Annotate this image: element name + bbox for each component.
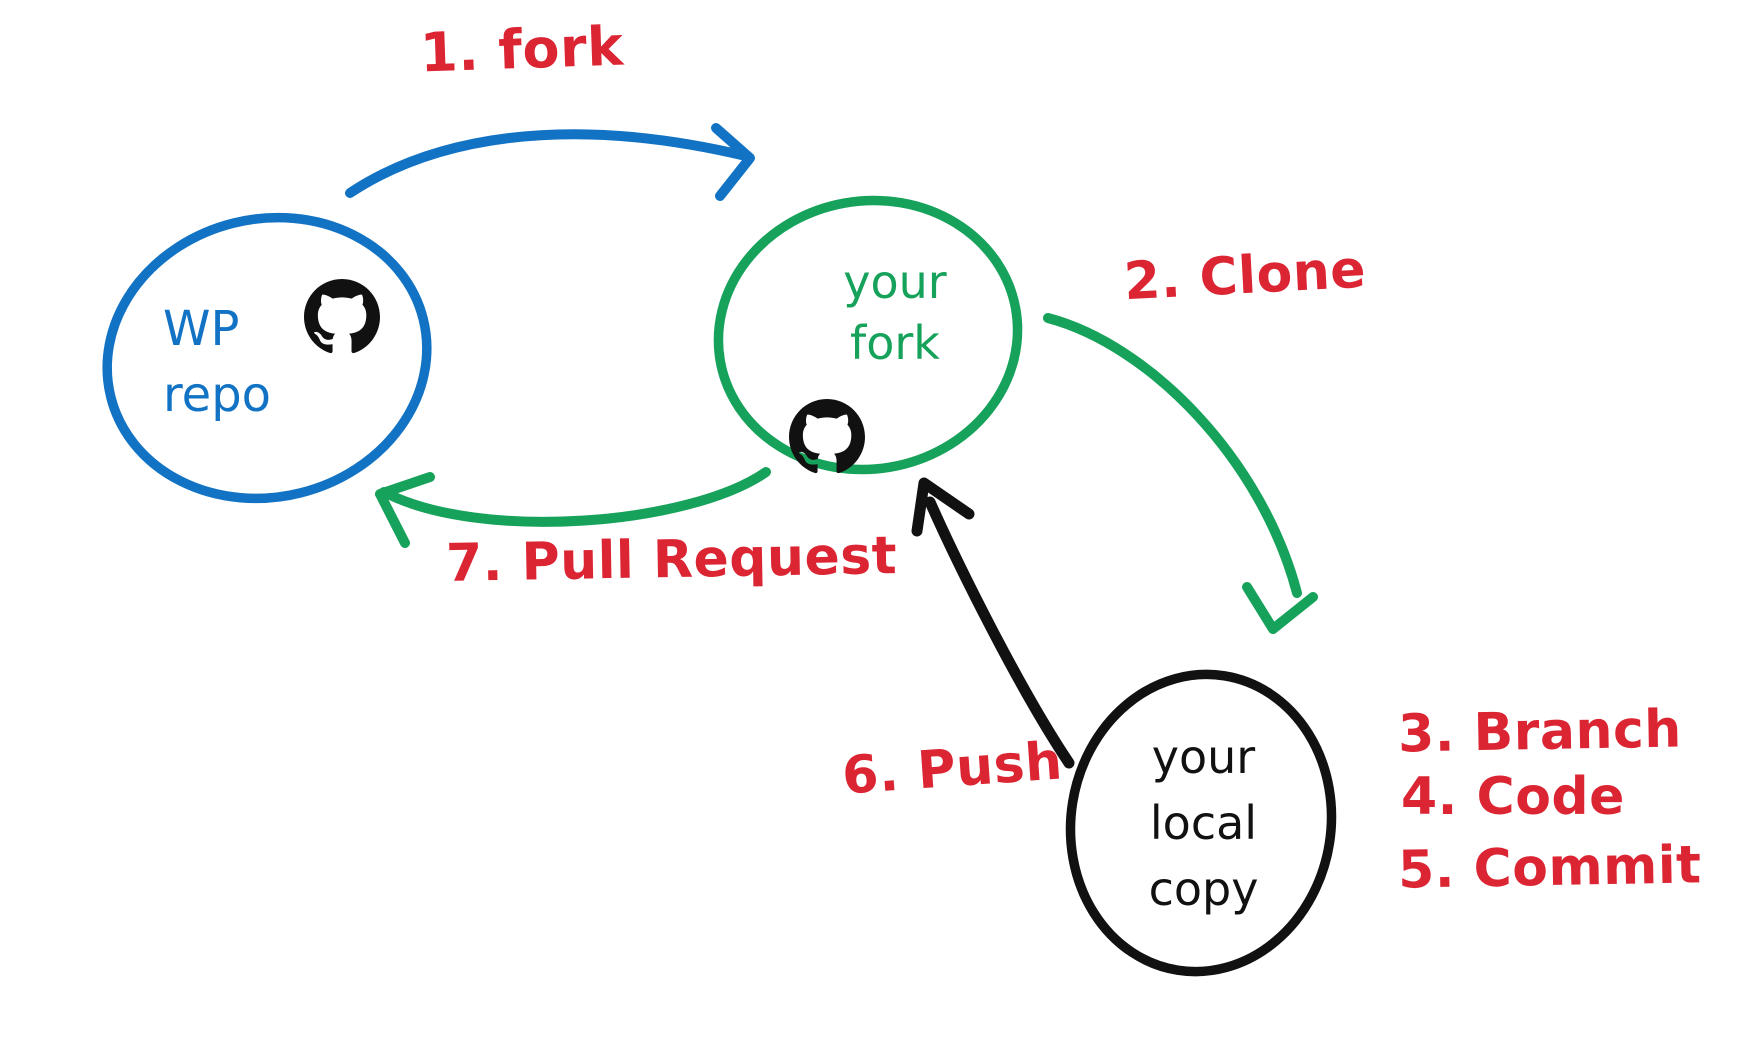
your-fork-label-line1: your	[843, 255, 947, 309]
clone-arrowhead-icon	[1242, 582, 1318, 634]
push-arrowhead-icon	[911, 477, 975, 537]
fork-arrowhead-icon	[711, 123, 755, 201]
local-copy-label-line2: local	[1149, 796, 1258, 850]
wp-repo-ellipse	[102, 212, 432, 504]
your-fork-label-line2: fork	[850, 316, 940, 370]
pull-request-arrowhead-icon	[375, 472, 435, 548]
your-fork-label: your fork	[810, 252, 980, 374]
wp-repo-label-line1: WP	[163, 301, 240, 357]
wp-repo-label: WP repo	[163, 296, 271, 428]
local-copy-label-line1: your	[1151, 730, 1256, 784]
step-label-code: 4. Code	[1401, 767, 1625, 827]
step-label-clone: 2. Clone	[1122, 239, 1368, 313]
local-copy-ellipse	[1065, 669, 1337, 977]
github-icon	[304, 279, 380, 355]
step-label-branch: 3. Branch	[1397, 699, 1683, 765]
clone-arrow	[1043, 313, 1302, 598]
github-icon	[789, 399, 865, 475]
local-copy-label: your local copy	[1116, 724, 1291, 922]
step-label-commit: 5. Commit	[1397, 835, 1702, 901]
fork-arrow	[345, 129, 751, 198]
step-label-pull-request: 7. Pull Request	[445, 526, 898, 594]
local-copy-label-line3: copy	[1148, 862, 1259, 916]
your-fork-ellipse	[713, 195, 1023, 475]
pull-request-arrow	[379, 467, 771, 527]
push-arrow	[924, 496, 1075, 769]
wp-repo-label-line2: repo	[163, 367, 272, 423]
step-label-fork: 1. fork	[418, 14, 625, 85]
